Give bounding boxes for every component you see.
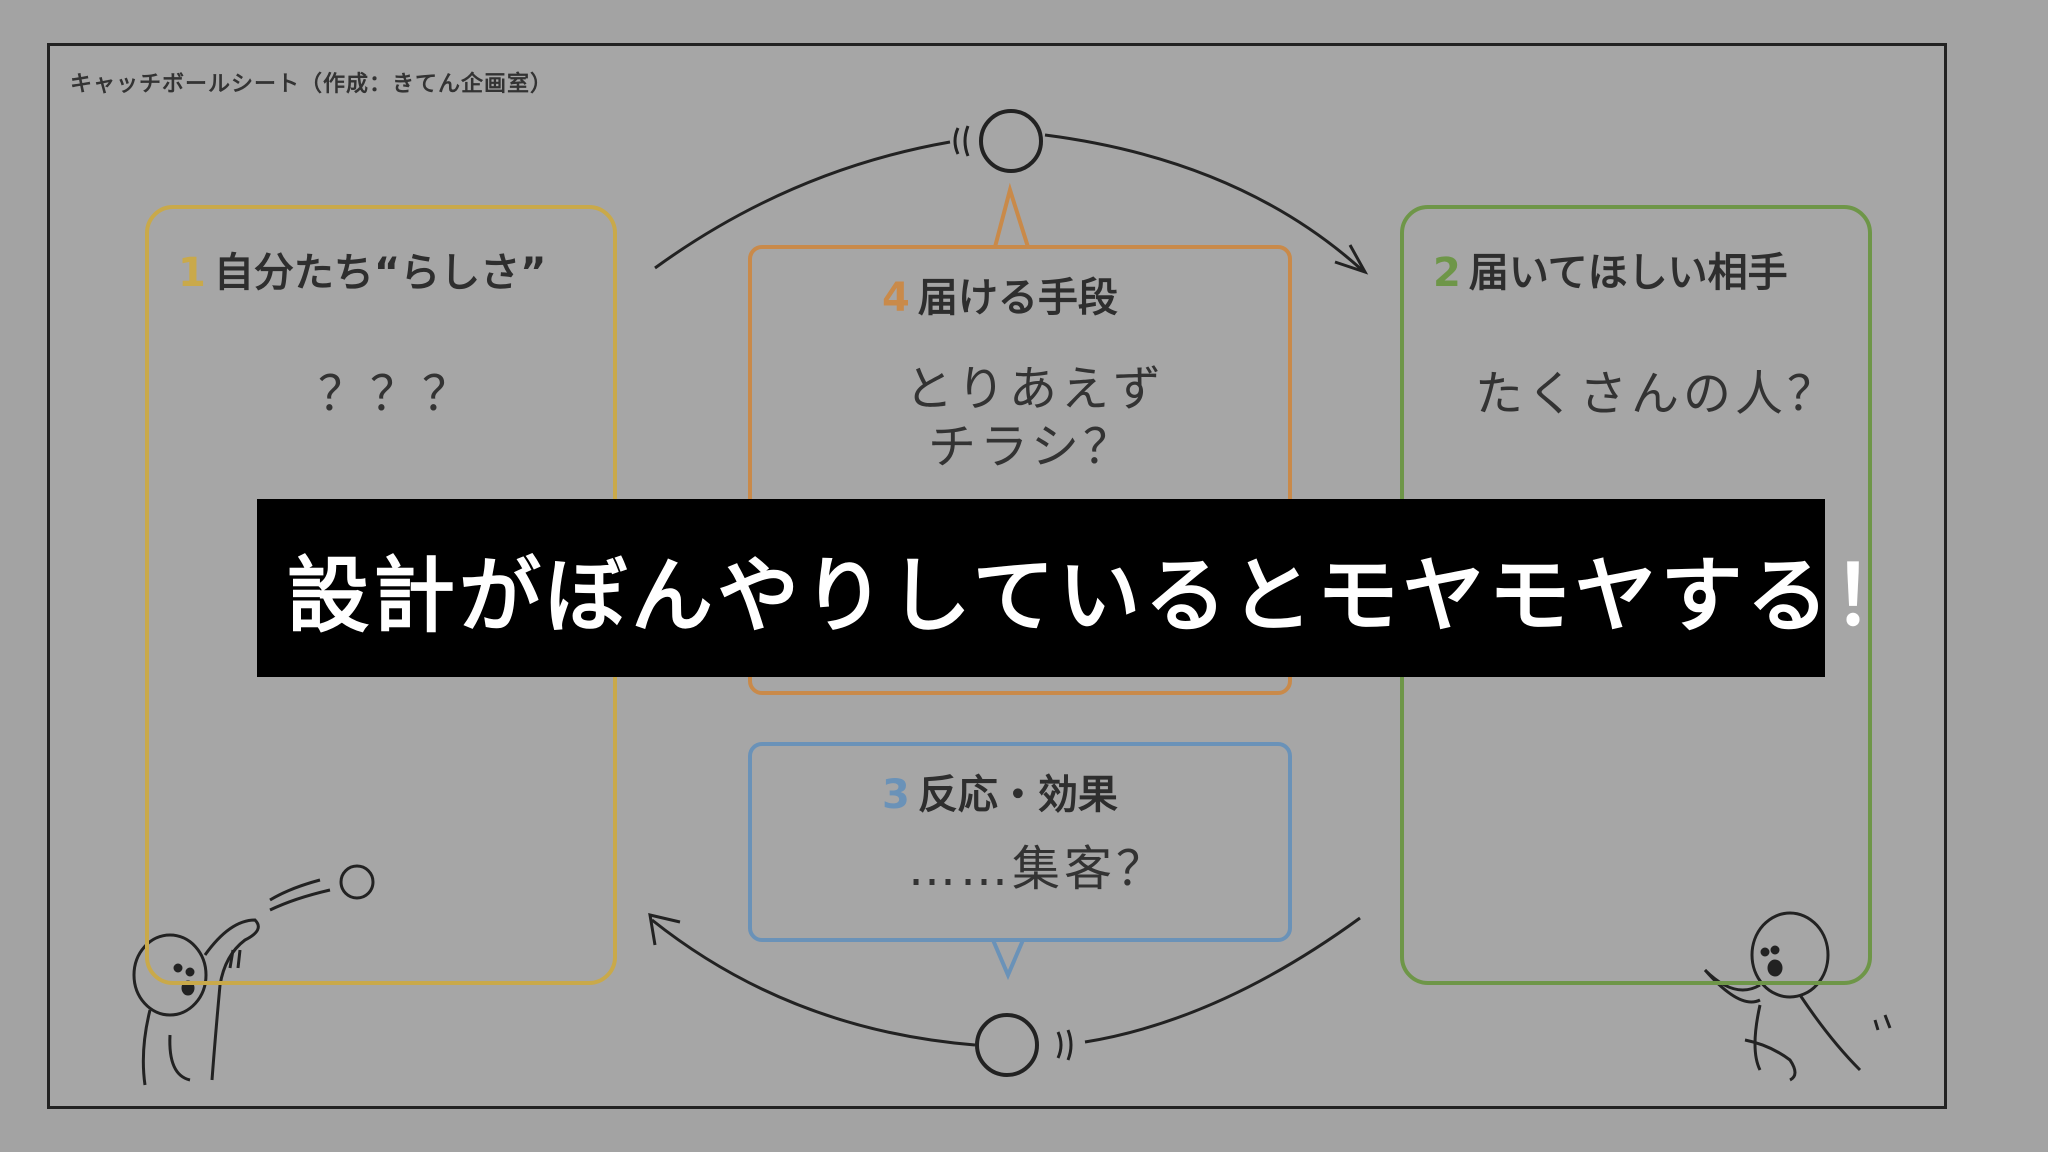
bottom-arc-left xyxy=(651,918,976,1047)
panel-2-number: 2 xyxy=(1433,250,1461,296)
panel-3-body: ……集客？ xyxy=(908,841,1169,897)
panel-1-label: 自分たち“らしさ” xyxy=(213,250,547,296)
panel-4-body-line1: とりあえず xyxy=(905,361,1166,417)
sheet-title: キャッチボールシート（作成：きてん企画室） xyxy=(70,72,554,97)
panel-4-body-line2: チラシ？ xyxy=(928,419,1136,475)
top-ball-motion xyxy=(953,125,970,157)
panel-4-means xyxy=(748,245,1292,695)
panel-3-label: 反応・効果 xyxy=(917,772,1118,818)
caption-banner: 設計がぼんやりしているとモヤモヤする！ xyxy=(257,499,1915,677)
panel-1-number: 1 xyxy=(178,250,206,296)
bottom-arc xyxy=(1084,916,1361,1044)
panel-2-body: たくさんの人？ xyxy=(1475,366,1840,422)
right-character xyxy=(1703,911,1892,1082)
caption-text: 設計がぼんやりしているとモヤモヤする！ xyxy=(287,548,1919,644)
p3-pointer xyxy=(991,939,1025,981)
top-arrowhead xyxy=(1334,244,1369,275)
panel-3-response xyxy=(748,742,1292,942)
panel-4-number: 4 xyxy=(882,275,910,321)
bottom-ball xyxy=(975,1013,1039,1077)
bottom-arrowhead xyxy=(648,913,681,946)
panel-3-number: 3 xyxy=(882,772,910,818)
top-arc xyxy=(654,140,951,270)
left-character xyxy=(132,864,375,1086)
p4-pointer xyxy=(993,182,1030,248)
top-arc-right xyxy=(1044,133,1364,272)
top-ball xyxy=(979,109,1043,173)
panel-2-label: 届いてほしい相手 xyxy=(1468,250,1788,296)
bottom-ball-motion xyxy=(1056,1029,1073,1061)
panel-4-label: 届ける手段 xyxy=(917,275,1118,321)
panel-1-body: ？？？ xyxy=(318,366,475,422)
